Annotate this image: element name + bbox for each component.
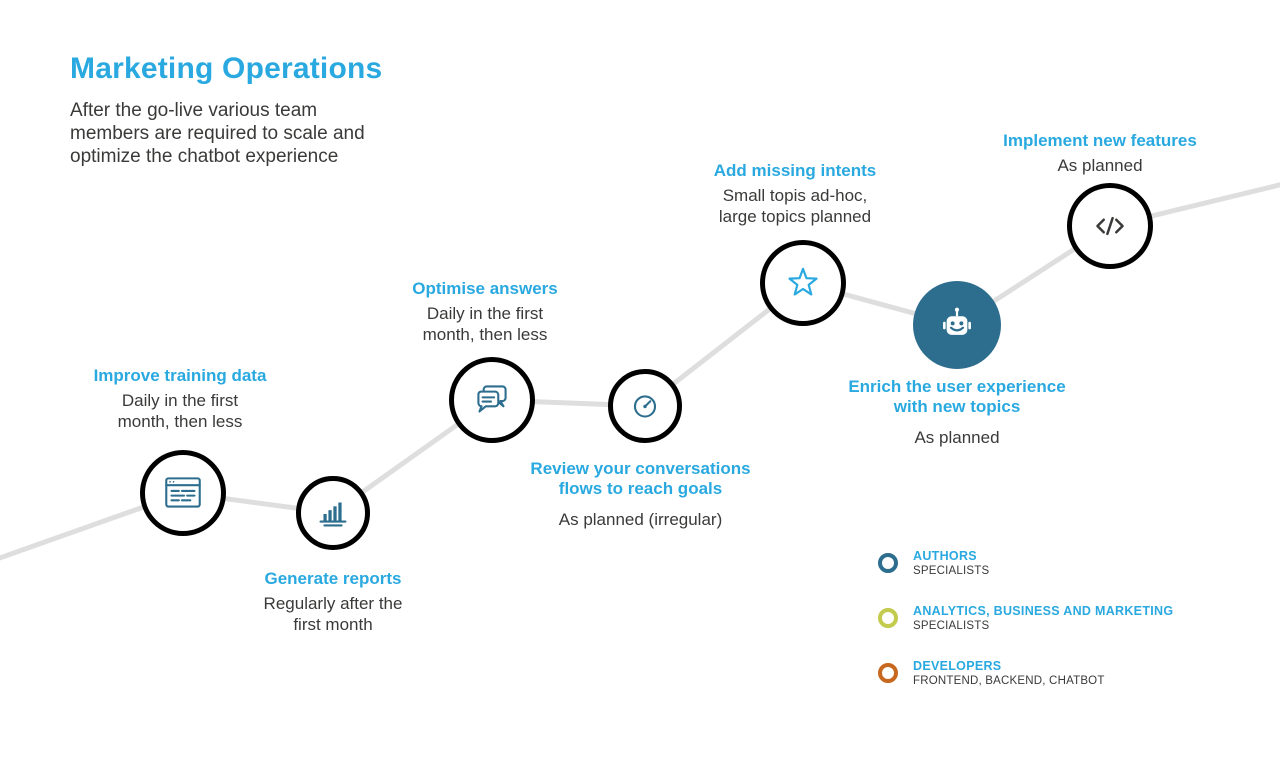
legend-subtitle: FRONTEND, BACKEND, CHATBOT bbox=[913, 675, 1105, 687]
node-title: Add missing intents bbox=[713, 161, 877, 180]
legend-text: AUTHORS SPECIALISTS bbox=[913, 549, 989, 577]
chat-bubbles-icon bbox=[477, 385, 507, 413]
label-generate-reports: Generate reports Regularly after the fir… bbox=[213, 569, 453, 635]
node-title: Review your conversations flows to reach… bbox=[530, 459, 751, 499]
node-optimise-answers bbox=[449, 357, 535, 443]
analytics-circle-icon bbox=[878, 608, 898, 628]
label-improve-training-data: Improve training data Daily in the first… bbox=[60, 366, 300, 432]
label-implement-new-features: Implement new features As planned bbox=[980, 131, 1220, 177]
legend-item-analytics: ANALYTICS, BUSINESS AND MARKETING SPECIA… bbox=[878, 604, 1173, 632]
browser-report-icon bbox=[165, 477, 201, 508]
node-title: Implement new features bbox=[1003, 131, 1197, 150]
legend-text: DEVELOPERS FRONTEND, BACKEND, CHATBOT bbox=[913, 659, 1105, 687]
header: Marketing Operations After the go-live v… bbox=[70, 52, 382, 168]
code-icon bbox=[1096, 216, 1124, 236]
legend-title: ANALYTICS, BUSINESS AND MARKETING bbox=[913, 604, 1174, 618]
legend-title: AUTHORS bbox=[913, 549, 977, 563]
node-schedule: Daily in the first month, then less bbox=[117, 391, 243, 431]
node-title: Generate reports bbox=[264, 569, 402, 588]
node-enrich-user-experience bbox=[913, 281, 1001, 369]
node-title: Optimise answers bbox=[412, 279, 558, 298]
legend: AUTHORS SPECIALISTS ANALYTICS, BUSINESS … bbox=[878, 549, 1173, 687]
robot-icon bbox=[943, 307, 971, 335]
legend-item-developers: DEVELOPERS FRONTEND, BACKEND, CHATBOT bbox=[878, 659, 1173, 687]
page-title: Marketing Operations bbox=[70, 52, 383, 85]
node-title: Improve training data bbox=[93, 366, 267, 385]
legend-item-authors: AUTHORS SPECIALISTS bbox=[878, 549, 1173, 577]
legend-title: DEVELOPERS bbox=[913, 659, 1002, 673]
node-improve-training-data bbox=[140, 450, 226, 536]
node-schedule: As planned bbox=[914, 427, 1000, 447]
legend-text: ANALYTICS, BUSINESS AND MARKETING SPECIA… bbox=[913, 604, 1173, 632]
label-enrich-user-experience: Enrich the user experience with new topi… bbox=[827, 377, 1087, 448]
gauge-icon bbox=[633, 395, 657, 418]
label-add-missing-intents: Add missing intents Small topis ad-hoc, … bbox=[675, 161, 915, 227]
node-title: Enrich the user experience with new topi… bbox=[848, 377, 1066, 417]
node-schedule: As planned bbox=[1057, 156, 1143, 176]
node-add-missing-intents bbox=[760, 240, 846, 326]
node-schedule: Small topis ad-hoc, large topics planned bbox=[718, 186, 872, 226]
node-schedule: Regularly after the first month bbox=[263, 594, 403, 634]
label-optimise-answers: Optimise answers Daily in the first mont… bbox=[365, 279, 605, 345]
node-schedule: As planned (irregular) bbox=[558, 509, 723, 529]
bar-chart-icon bbox=[319, 502, 347, 527]
node-generate-reports bbox=[296, 476, 370, 550]
page-subtitle: After the go-live various team members a… bbox=[70, 100, 365, 167]
node-implement-new-features bbox=[1067, 183, 1153, 269]
node-review-conversations bbox=[608, 369, 682, 443]
legend-subtitle: SPECIALISTS bbox=[913, 620, 990, 632]
legend-subtitle: SPECIALISTS bbox=[913, 565, 990, 577]
authors-circle-icon bbox=[878, 553, 898, 573]
node-schedule: Daily in the first month, then less bbox=[422, 304, 548, 344]
star-icon bbox=[788, 267, 818, 296]
developers-circle-icon bbox=[878, 663, 898, 683]
label-review-conversations: Review your conversations flows to reach… bbox=[513, 459, 768, 530]
